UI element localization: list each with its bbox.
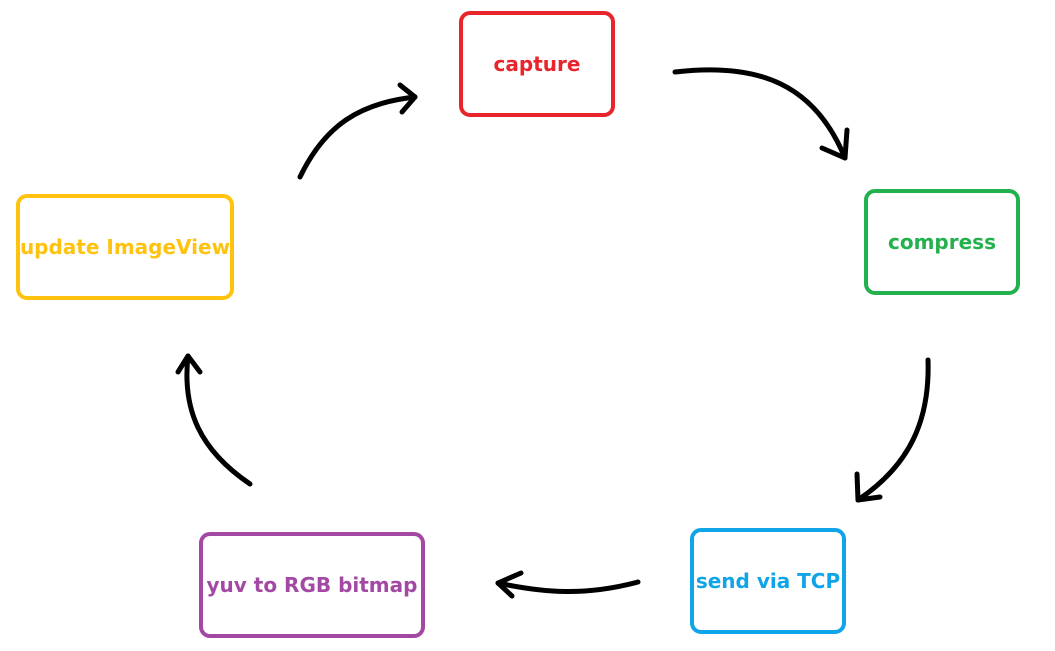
arrow-compress-to-send (854, 357, 931, 503)
arrow-compress-to-send-shaft (855, 357, 931, 503)
yuv-to-rgb-bitmap-label: yuv to RGB bitmap (206, 573, 418, 597)
arrow-yuv-to-update-head (175, 353, 203, 375)
compress-node: compress (864, 189, 1020, 295)
send-via-tcp-node: send via TCP (690, 528, 846, 634)
arrow-capture-to-compress (672, 67, 850, 161)
arrow-capture-to-compress-shaft (672, 67, 848, 161)
update-imageview-label: update ImageView (19, 235, 231, 259)
yuv-to-rgb-bitmap-node: yuv to RGB bitmap (199, 532, 425, 638)
arrow-update-to-capture-head (397, 82, 418, 115)
arrow-update-to-capture (297, 82, 418, 180)
arrow-yuv-to-update (175, 353, 253, 487)
send-via-tcp-label: send via TCP (695, 569, 841, 593)
compress-label: compress (888, 230, 996, 254)
arrow-yuv-to-update-shaft (184, 353, 253, 487)
arrow-send-to-yuv-shaft (495, 579, 641, 594)
arrow-capture-to-compress-head (819, 127, 850, 161)
arrow-compress-to-send-head (854, 471, 883, 503)
arrow-send-to-yuv-head (495, 570, 524, 599)
arrow-send-to-yuv (495, 570, 641, 599)
capture-node: capture (459, 11, 615, 117)
update-imageview-node: update ImageView (16, 194, 234, 300)
arrow-update-to-capture-shaft (297, 94, 418, 180)
capture-label: capture (493, 52, 581, 76)
